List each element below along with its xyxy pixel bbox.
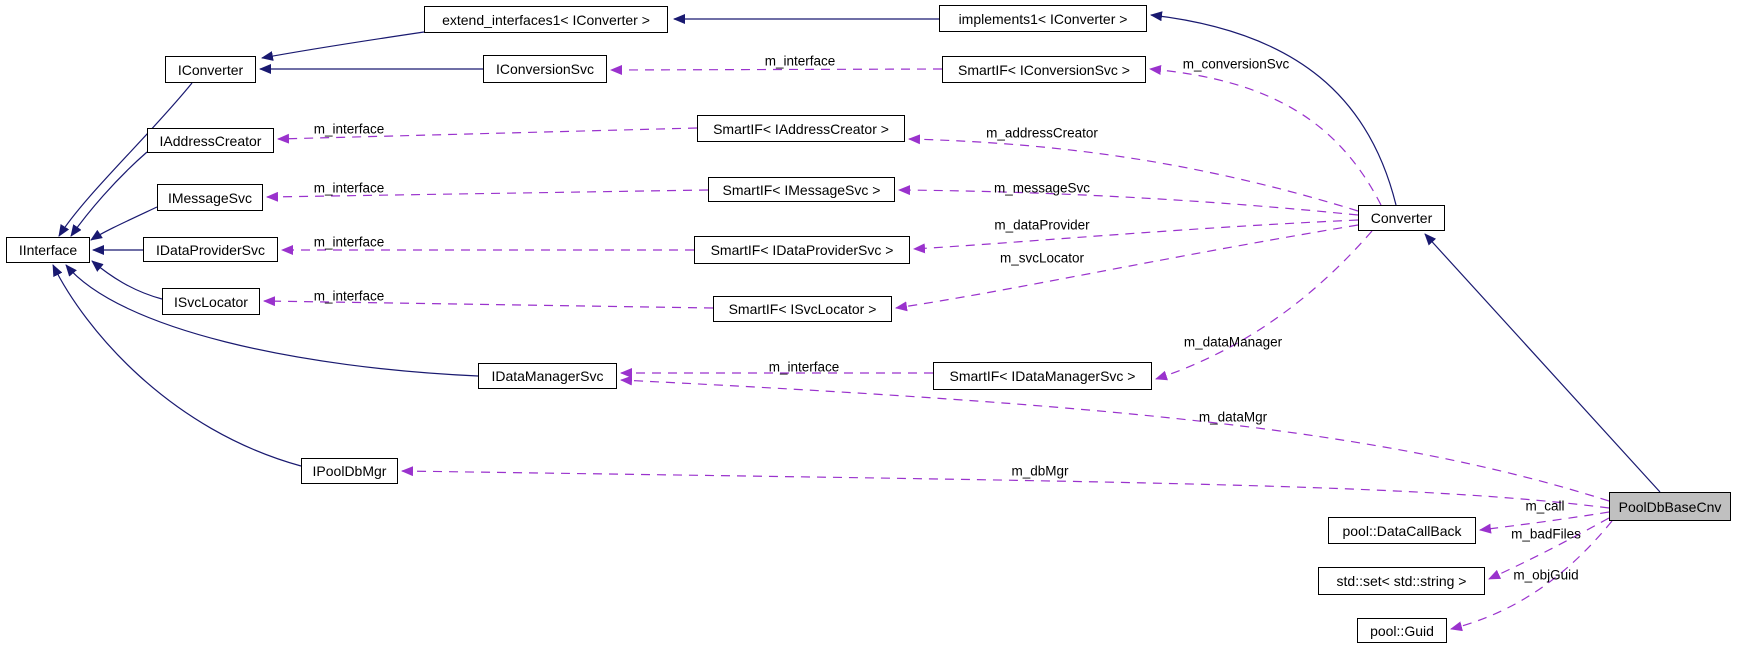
node-smartif-imessagesvc[interactable]: SmartIF< IMessageSvc > bbox=[708, 177, 895, 202]
node-implements1[interactable]: implements1< IConverter > bbox=[939, 5, 1147, 32]
edge-pooldbbasecnv-to-converter bbox=[1424, 233, 1661, 493]
edge-converter-to-smartif-iaddresscreator bbox=[908, 134, 1359, 212]
edge-converter-to-smartif-iconversionsvc bbox=[1149, 64, 1382, 206]
node-std-set-string[interactable]: std::set< std::string > bbox=[1318, 567, 1485, 595]
edge-pooldbbasecnv-to-std-set-string bbox=[1488, 517, 1610, 580]
edge-pooldbbasecnv-to-pool-datacallback bbox=[1479, 511, 1610, 534]
edges-group bbox=[52, 11, 1661, 632]
node-idataprovidersvc[interactable]: IDataProviderSvc bbox=[143, 237, 278, 262]
edge-converter-to-implements1 bbox=[1150, 11, 1397, 206]
edge-converter-to-smartif-idataprovidersvc bbox=[913, 219, 1359, 254]
edge-pooldbbasecnv-to-ipooldbmgr bbox=[401, 466, 1610, 509]
edge-converter-to-smartif-isvclocator bbox=[895, 224, 1359, 312]
edge-imessagesvc-to-iinterface bbox=[90, 206, 158, 241]
node-smartif-idataprovidersvc[interactable]: SmartIF< IDataProviderSvc > bbox=[694, 236, 910, 264]
edge-iaddresscreator-to-iinterface bbox=[70, 151, 148, 237]
node-smartif-isvclocator[interactable]: SmartIF< ISvcLocator > bbox=[713, 296, 892, 322]
edge-smartif-isvclocator-to-isvclocator bbox=[263, 296, 714, 309]
node-iinterface[interactable]: IInterface bbox=[6, 237, 90, 263]
node-smartif-idatamanagersvc[interactable]: SmartIF< IDataManagerSvc > bbox=[933, 362, 1152, 390]
edge-converter-to-smartif-imessagesvc bbox=[898, 185, 1359, 216]
edge-extend-interfaces1-to-iconverter bbox=[261, 31, 425, 61]
node-pool-datacallback[interactable]: pool::DataCallBack bbox=[1328, 517, 1476, 544]
edge-ipooldbmgr-to-iinterface bbox=[52, 264, 302, 467]
node-pool-guid[interactable]: pool::Guid bbox=[1357, 618, 1447, 643]
node-iconverter[interactable]: IConverter bbox=[165, 56, 256, 83]
edge-converter-to-smartif-idatamanagersvc bbox=[1155, 230, 1373, 381]
node-converter[interactable]: Converter bbox=[1358, 205, 1445, 231]
edge-smartif-imessagesvc-to-imessagesvc bbox=[266, 189, 709, 202]
edge-smartif-iconversionsvc-to-iconversionsvc bbox=[610, 64, 943, 75]
node-isvclocator[interactable]: ISvcLocator bbox=[162, 288, 260, 315]
node-extend-interfaces1[interactable]: extend_interfaces1< IConverter > bbox=[424, 6, 668, 33]
node-smartif-iconversionsvc[interactable]: SmartIF< IConversionSvc > bbox=[942, 56, 1146, 83]
edge-idatamanagersvc-to-iinterface bbox=[65, 264, 479, 377]
node-smartif-iaddresscreator[interactable]: SmartIF< IAddressCreator > bbox=[697, 115, 905, 142]
node-pooldbbasecnv: PoolDbBaseCnv bbox=[1609, 492, 1731, 521]
edge-iconverter-to-iinterface bbox=[58, 82, 193, 237]
edge-smartif-iaddresscreator-to-iaddresscreator bbox=[277, 127, 698, 144]
edge-pooldbbasecnv-to-idatamanagersvc bbox=[620, 375, 1610, 502]
edge-pooldbbasecnv-to-pool-guid bbox=[1450, 520, 1613, 632]
node-ipooldbmgr[interactable]: IPoolDbMgr bbox=[301, 458, 398, 484]
node-idatamanagersvc[interactable]: IDataManagerSvc bbox=[478, 363, 617, 389]
node-iaddresscreator[interactable]: IAddressCreator bbox=[147, 128, 274, 153]
node-iconversionsvc[interactable]: IConversionSvc bbox=[483, 55, 607, 83]
node-imessagesvc[interactable]: IMessageSvc bbox=[157, 184, 263, 211]
edge-isvclocator-to-iinterface bbox=[91, 260, 163, 300]
